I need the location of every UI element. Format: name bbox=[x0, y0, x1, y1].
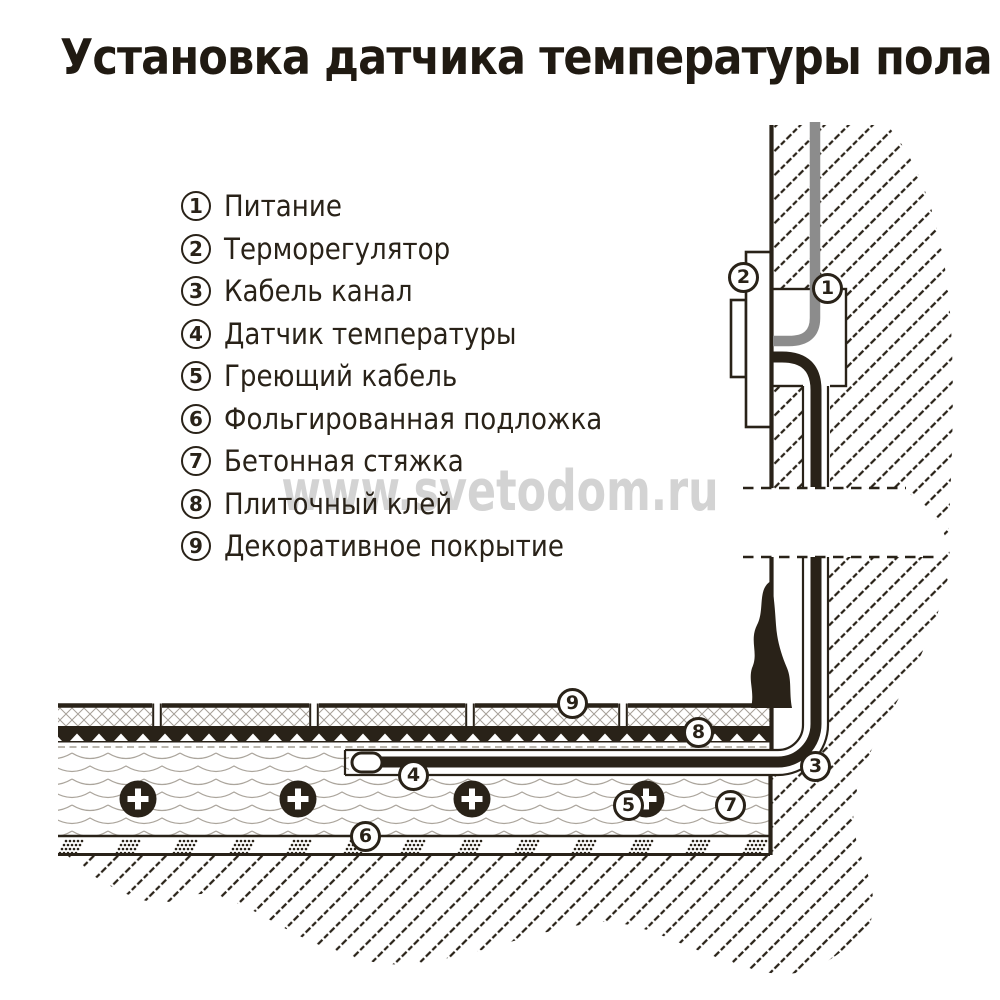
legend-item: 1 Питание bbox=[181, 185, 644, 228]
heating-cable-symbols bbox=[119, 780, 665, 818]
callout-7: 7 bbox=[715, 790, 746, 821]
callout-3: 3 bbox=[800, 751, 831, 782]
power-cable bbox=[773, 122, 821, 347]
legend-item: 5 Греющий кабель bbox=[181, 355, 644, 398]
legend-item: 6 Фольгированная подложка bbox=[181, 398, 644, 441]
legend-number: 8 bbox=[181, 488, 211, 519]
sensor-cable bbox=[378, 351, 822, 768]
legend-item: 8 Плиточный клей bbox=[181, 483, 644, 526]
legend-number: 6 bbox=[181, 403, 211, 434]
legend-item: 3 Кабель канал bbox=[181, 270, 644, 313]
callout-5: 5 bbox=[613, 790, 644, 821]
callout-2: 2 bbox=[728, 262, 759, 293]
legend-label: Плиточный клей bbox=[224, 486, 453, 521]
temperature-sensor bbox=[350, 751, 384, 774]
legend-number: 9 bbox=[181, 531, 211, 562]
ground-hatch bbox=[68, 543, 950, 975]
legend-label: Фольгированная подложка bbox=[224, 401, 603, 436]
legend-item: 2 Терморегулятор bbox=[181, 228, 644, 271]
watermark: www.svetodom.ru bbox=[281, 459, 719, 524]
wall-channel-silhouette bbox=[750, 581, 792, 708]
layer-tile-glue bbox=[58, 726, 770, 731]
legend-label: Терморегулятор bbox=[224, 231, 451, 266]
page-title: Установка датчика температуры пола bbox=[60, 29, 993, 86]
callout-9: 9 bbox=[557, 688, 588, 719]
callout-6: 6 bbox=[350, 821, 381, 852]
legend-item: 7 Бетонная стяжка bbox=[181, 440, 644, 483]
legend-label: Датчик температуры bbox=[224, 316, 517, 351]
layer-decorative-tiles bbox=[58, 707, 770, 726]
wall-break-lines bbox=[743, 486, 941, 559]
legend-number: 4 bbox=[181, 318, 211, 349]
legend-number: 3 bbox=[181, 276, 211, 307]
callout-8: 8 bbox=[683, 717, 714, 748]
layer-foil bbox=[58, 838, 770, 853]
legend-number: 2 bbox=[181, 233, 211, 264]
tile-joints bbox=[152, 703, 628, 729]
legend-item: 9 Декоративное покрытие bbox=[181, 525, 644, 568]
legend-label: Греющий кабель bbox=[224, 359, 458, 394]
legend-number: 1 bbox=[181, 191, 211, 222]
wall-face-line bbox=[768, 125, 774, 855]
legend-number: 5 bbox=[181, 361, 211, 392]
legend: 1 Питание 2 Терморегулятор 3 Кабель канал 4… bbox=[181, 185, 644, 568]
callout-4: 4 bbox=[398, 760, 429, 791]
callout-1: 1 bbox=[812, 273, 843, 304]
legend-label: Бетонная стяжка bbox=[224, 444, 464, 479]
legend-label: Питание bbox=[224, 189, 342, 224]
legend-label: Декоративное покрытие bbox=[224, 529, 564, 564]
legend-number: 7 bbox=[181, 446, 211, 477]
legend-label: Кабель канал bbox=[224, 274, 413, 309]
legend-item: 4 Датчик температуры bbox=[181, 313, 644, 356]
